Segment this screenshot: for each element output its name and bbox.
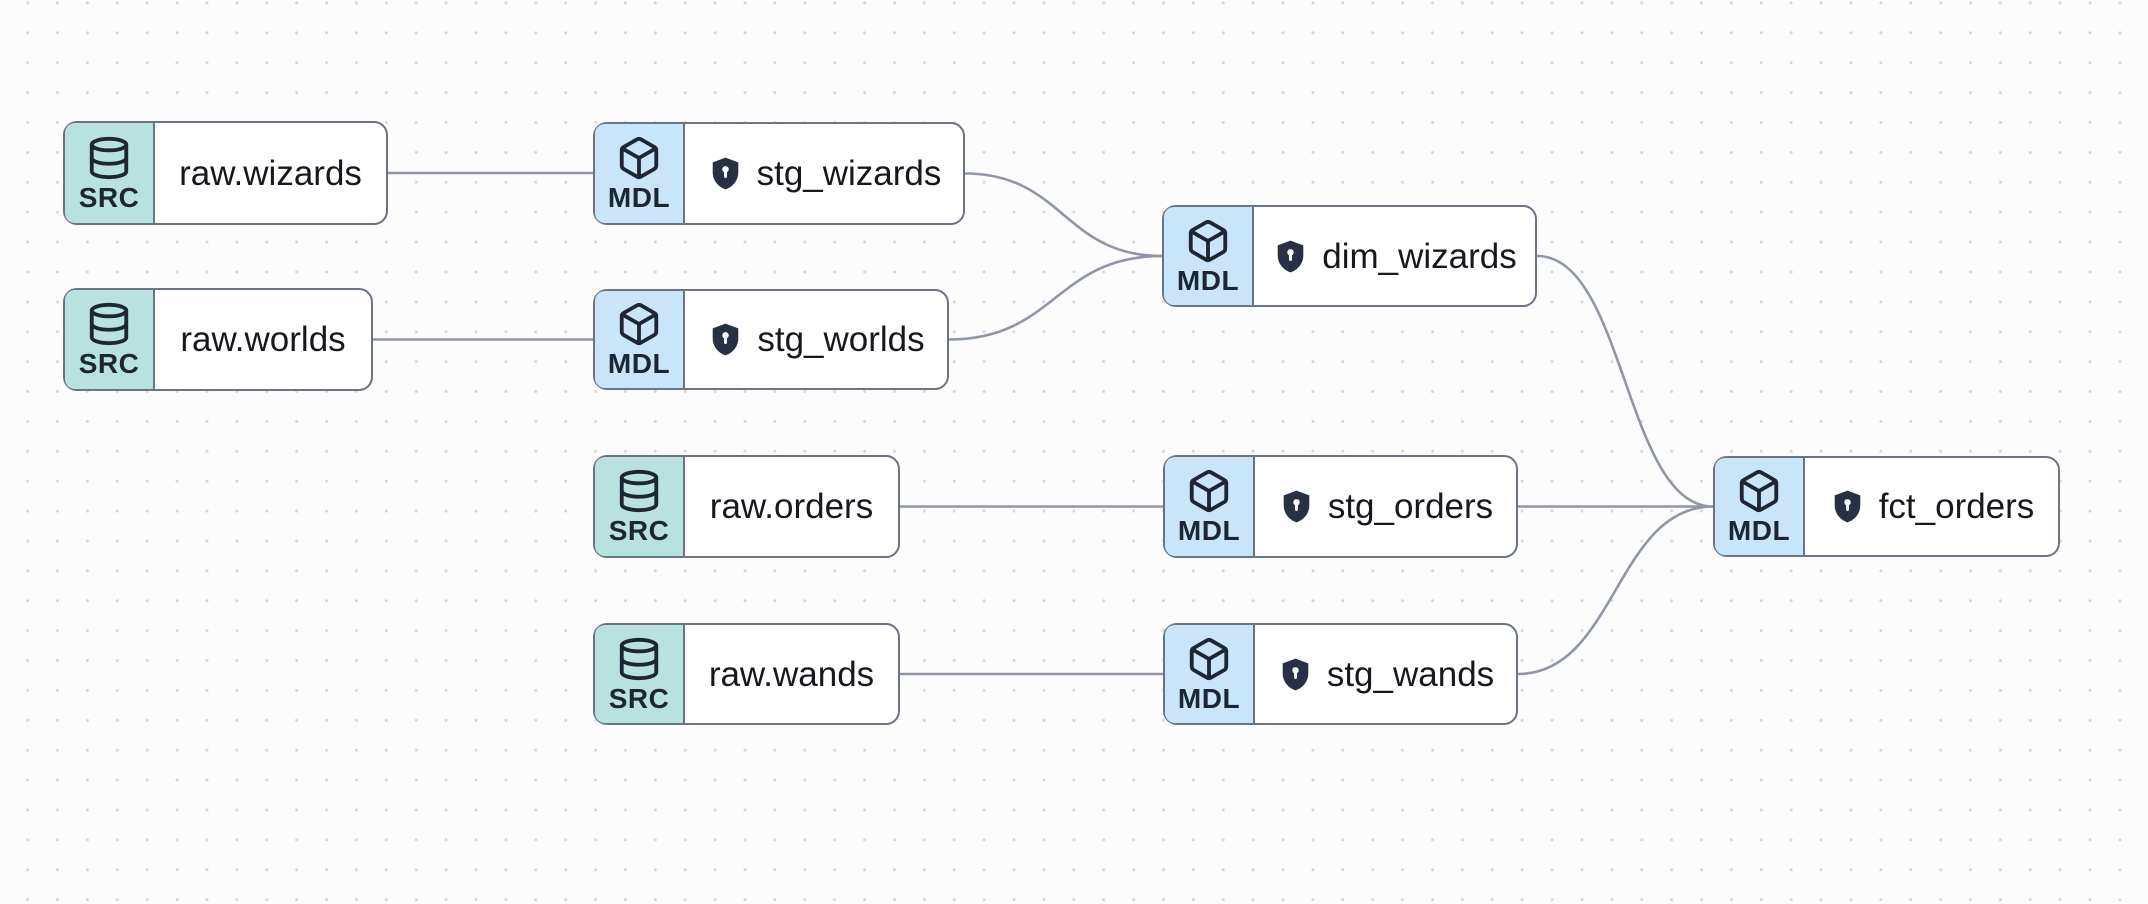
node-type-badge: MDL: [1165, 457, 1255, 556]
node-type-label: MDL: [1176, 264, 1240, 296]
node-name: raw.worlds: [180, 320, 346, 359]
shield-lock-icon: [713, 323, 739, 356]
cube-icon: [616, 135, 662, 181]
node-name: raw.wands: [708, 654, 875, 694]
cube-icon: [1186, 636, 1232, 682]
node-type-badge: SRC: [595, 457, 685, 556]
node-fct_orders[interactable]: MDL fct_orders: [1713, 456, 2060, 557]
shield-lock-icon: [712, 157, 738, 190]
shield-lock-icon: [1282, 658, 1309, 690]
node-stg_orders[interactable]: MDL stg_orders: [1163, 455, 1518, 558]
edge-dim_wizards-to-fct_orders: [1536, 254, 1714, 508]
edge-stg_wands-to-fct_orders: [1517, 505, 1714, 676]
cube-icon: [616, 301, 662, 347]
node-name: dim_wizards: [1322, 236, 1517, 276]
node-raw.wizards[interactable]: SRC raw.wizards: [63, 121, 388, 225]
node-type-label: SRC: [608, 682, 670, 714]
cube-icon: [1736, 468, 1782, 514]
edge-stg_wizards-to-dim_wizards: [964, 172, 1163, 258]
cube-icon: [1185, 218, 1231, 264]
node-dim_wizards[interactable]: MDL dim_wizards: [1162, 205, 1537, 307]
node-name: stg_wizards: [756, 154, 942, 193]
node-name: stg_orders: [1327, 487, 1494, 526]
database-icon: [616, 468, 662, 514]
database-icon: [616, 636, 662, 682]
node-name: raw.wizards: [179, 153, 362, 193]
node-type-label: SRC: [78, 181, 140, 213]
node-type-badge: SRC: [65, 290, 155, 389]
node-raw.orders[interactable]: SRC raw.orders: [593, 455, 900, 558]
shield-lock-icon: [1834, 490, 1860, 523]
node-type-badge: MDL: [595, 124, 685, 223]
node-name: raw.orders: [709, 487, 874, 526]
database-icon: [86, 301, 132, 347]
node-type-badge: MDL: [1165, 625, 1255, 723]
database-icon: [86, 135, 132, 181]
node-name: stg_worlds: [757, 320, 925, 359]
node-name: stg_wands: [1326, 654, 1495, 694]
node-raw.wands[interactable]: SRC raw.wands: [593, 623, 900, 725]
node-stg_worlds[interactable]: MDL stg_worlds: [593, 289, 949, 390]
node-type-badge: SRC: [595, 625, 685, 723]
node-stg_wizards[interactable]: MDL stg_wizards: [593, 122, 965, 225]
node-type-badge: MDL: [1164, 207, 1254, 305]
shield-lock-icon: [1283, 490, 1310, 523]
cube-icon: [1186, 468, 1232, 514]
edge-stg_worlds-to-dim_wizards: [948, 254, 1163, 341]
node-type-label: SRC: [608, 515, 670, 546]
node-type-label: MDL: [607, 348, 671, 379]
node-type-label: SRC: [78, 348, 140, 379]
node-type-label: MDL: [1177, 682, 1241, 714]
shield-lock-icon: [1277, 240, 1304, 272]
node-type-label: MDL: [607, 182, 671, 213]
node-type-badge: MDL: [595, 291, 685, 388]
node-type-badge: SRC: [65, 123, 155, 223]
node-type-label: MDL: [1177, 515, 1241, 546]
node-raw.worlds[interactable]: SRC raw.worlds: [63, 288, 373, 391]
node-type-badge: MDL: [1715, 458, 1805, 555]
node-type-label: MDL: [1727, 515, 1791, 546]
node-stg_wands[interactable]: MDL stg_wands: [1163, 623, 1518, 725]
node-name: fct_orders: [1878, 487, 2035, 526]
